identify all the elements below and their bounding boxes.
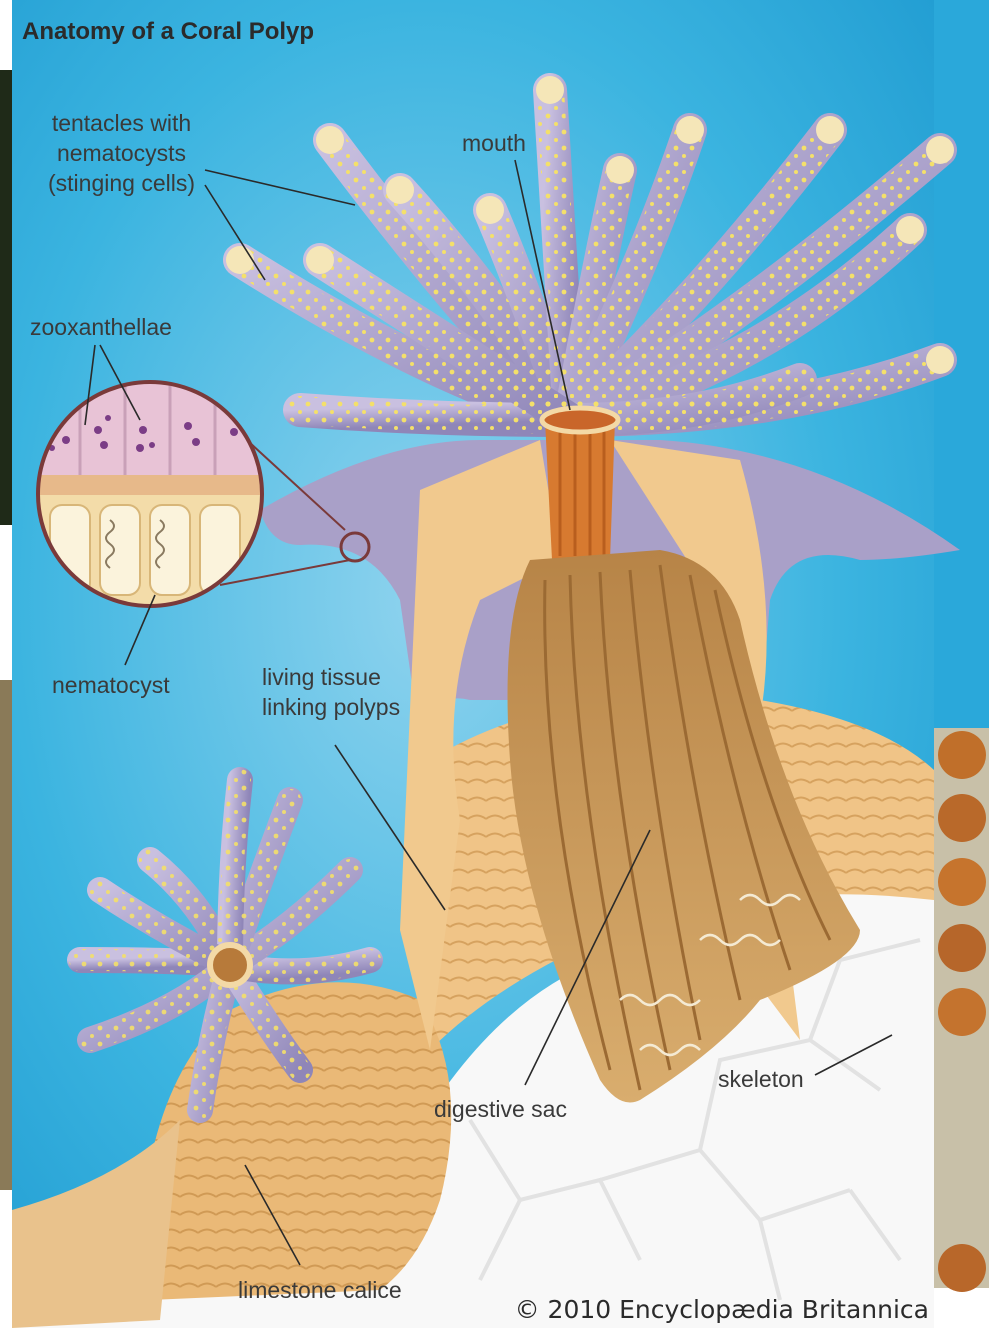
- label-mouth: mouth: [462, 128, 526, 158]
- left-photo-strip-top: [0, 70, 12, 525]
- diagram-title: Anatomy of a Coral Polyp: [22, 18, 314, 46]
- label-digestive-sac: digestive sac: [434, 1094, 567, 1124]
- right-photo-strip: [934, 728, 989, 1292]
- label-zooxanthellae: zooxanthellae: [30, 312, 172, 342]
- label-living-tissue: living tissue linking polyps: [262, 662, 400, 722]
- label-skeleton: skeleton: [718, 1064, 804, 1094]
- label-tentacles: tentacles with nematocysts (stinging cel…: [48, 108, 195, 198]
- label-limestone-calice: limestone calice: [238, 1275, 402, 1305]
- label-nematocyst: nematocyst: [52, 670, 170, 700]
- copyright-notice: © 2010 Encyclopædia Britannica: [515, 1295, 929, 1324]
- left-photo-strip-bottom: [0, 680, 12, 1190]
